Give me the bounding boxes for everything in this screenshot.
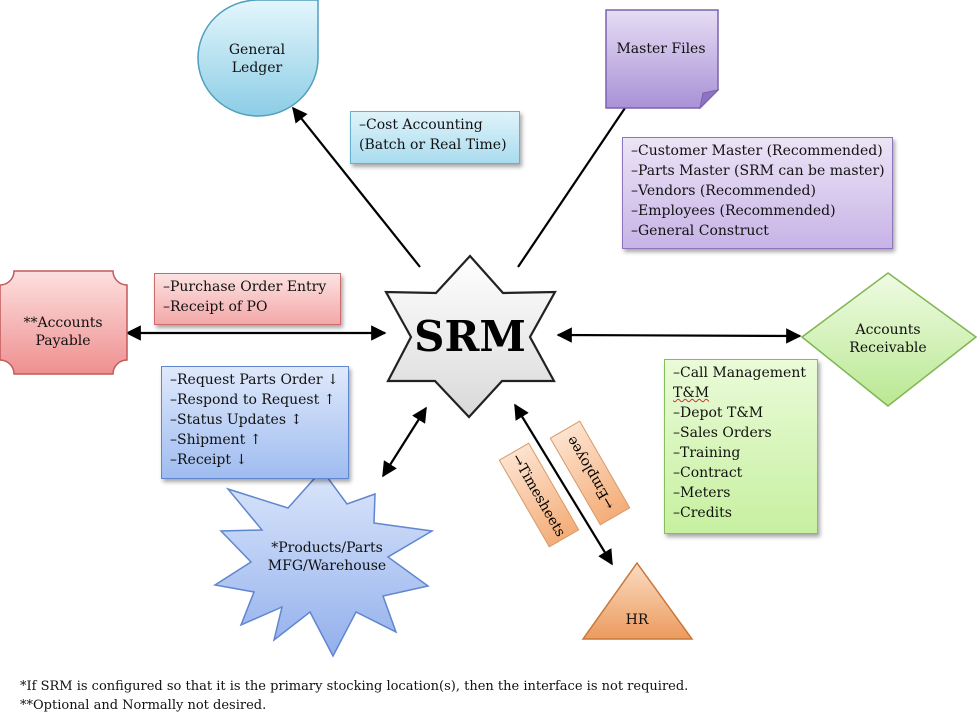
accounts-payable-shape[interactable] [0, 270, 128, 375]
master-files-shape[interactable] [605, 9, 719, 109]
arrow-products-parts [382, 406, 427, 478]
srm-label: SRM [414, 312, 526, 361]
note-line: –Receipt of PO [163, 299, 268, 315]
master-files-fold [699, 89, 720, 110]
accounts-receivable-label: Accounts Receivable [849, 322, 927, 356]
timesheets-tag-shape [498, 442, 580, 548]
note-line: –Meters [673, 485, 731, 501]
note-line: –Customer Master (Recommended) [631, 143, 883, 159]
general-ledger-shape[interactable] [197, 0, 319, 117]
arrow-to-general-ledger [292, 106, 421, 268]
note-line: –Respond to Request ↑ [170, 392, 336, 408]
products-parts-shape[interactable] [212, 468, 435, 658]
footnote-optional: **Optional and Normally not desired. [20, 698, 267, 713]
note-line: –Sales Orders [673, 425, 772, 441]
general-ledger-label: General Ledger [228, 42, 286, 76]
note-line: –Depot T&M [673, 405, 764, 421]
note-line: –Request Parts Order ↓ [170, 372, 339, 388]
line-to-master-files [517, 107, 626, 268]
note-line: –Shipment ↑ [170, 432, 262, 448]
master-files-note: –Customer Master (Recommended) –Parts Ma… [622, 137, 893, 249]
master-files-label: Master Files [616, 41, 706, 57]
note-line: –Credits [673, 505, 732, 521]
note-line: –Employees (Recommended) [631, 203, 836, 219]
cost-accounting-note: –Cost Accounting (Batch or Real Time) [350, 111, 520, 164]
note-line: –Purchase Order Entry [163, 279, 327, 295]
arrow-hr [514, 403, 613, 566]
employee-tag-shape [549, 420, 631, 526]
note-line: –Vendors (Recommended) [631, 183, 816, 199]
note-line: –Training [673, 445, 741, 461]
accounts-receivable-shape[interactable] [800, 272, 978, 407]
purchase-order-note: –Purchase Order Entry –Receipt of PO [154, 273, 341, 325]
note-line: –Contract [673, 465, 743, 481]
note-line: –Call Management [673, 365, 806, 381]
note-line: –Status Updates ↕ [170, 412, 303, 428]
footnote-stocking: *If SRM is configured so that it is the … [20, 679, 689, 694]
note-line: –General Construct [631, 223, 769, 239]
srm-star[interactable] [384, 254, 557, 419]
note-line: –Parts Master (SRM can be master) [631, 163, 885, 179]
note-line: (Batch or Real Time) [359, 137, 507, 153]
note-line: –Cost Accounting [359, 117, 483, 133]
note-line: –Receipt ↓ [170, 452, 248, 468]
products-parts-label: *Products/Parts MFG/Warehouse [267, 540, 387, 574]
parts-order-note: –Request Parts Order ↓ –Respond to Reque… [161, 366, 349, 479]
hr-shape[interactable] [581, 561, 694, 640]
accounts-receivable-note: –Call Management T&M –Depot T&M –Sales O… [664, 359, 818, 534]
arrow-accounts-receivable [556, 327, 802, 344]
note-line: T&M [673, 385, 710, 401]
hr-label: HR [625, 612, 649, 628]
accounts-payable-label: **Accounts Payable [23, 315, 103, 349]
